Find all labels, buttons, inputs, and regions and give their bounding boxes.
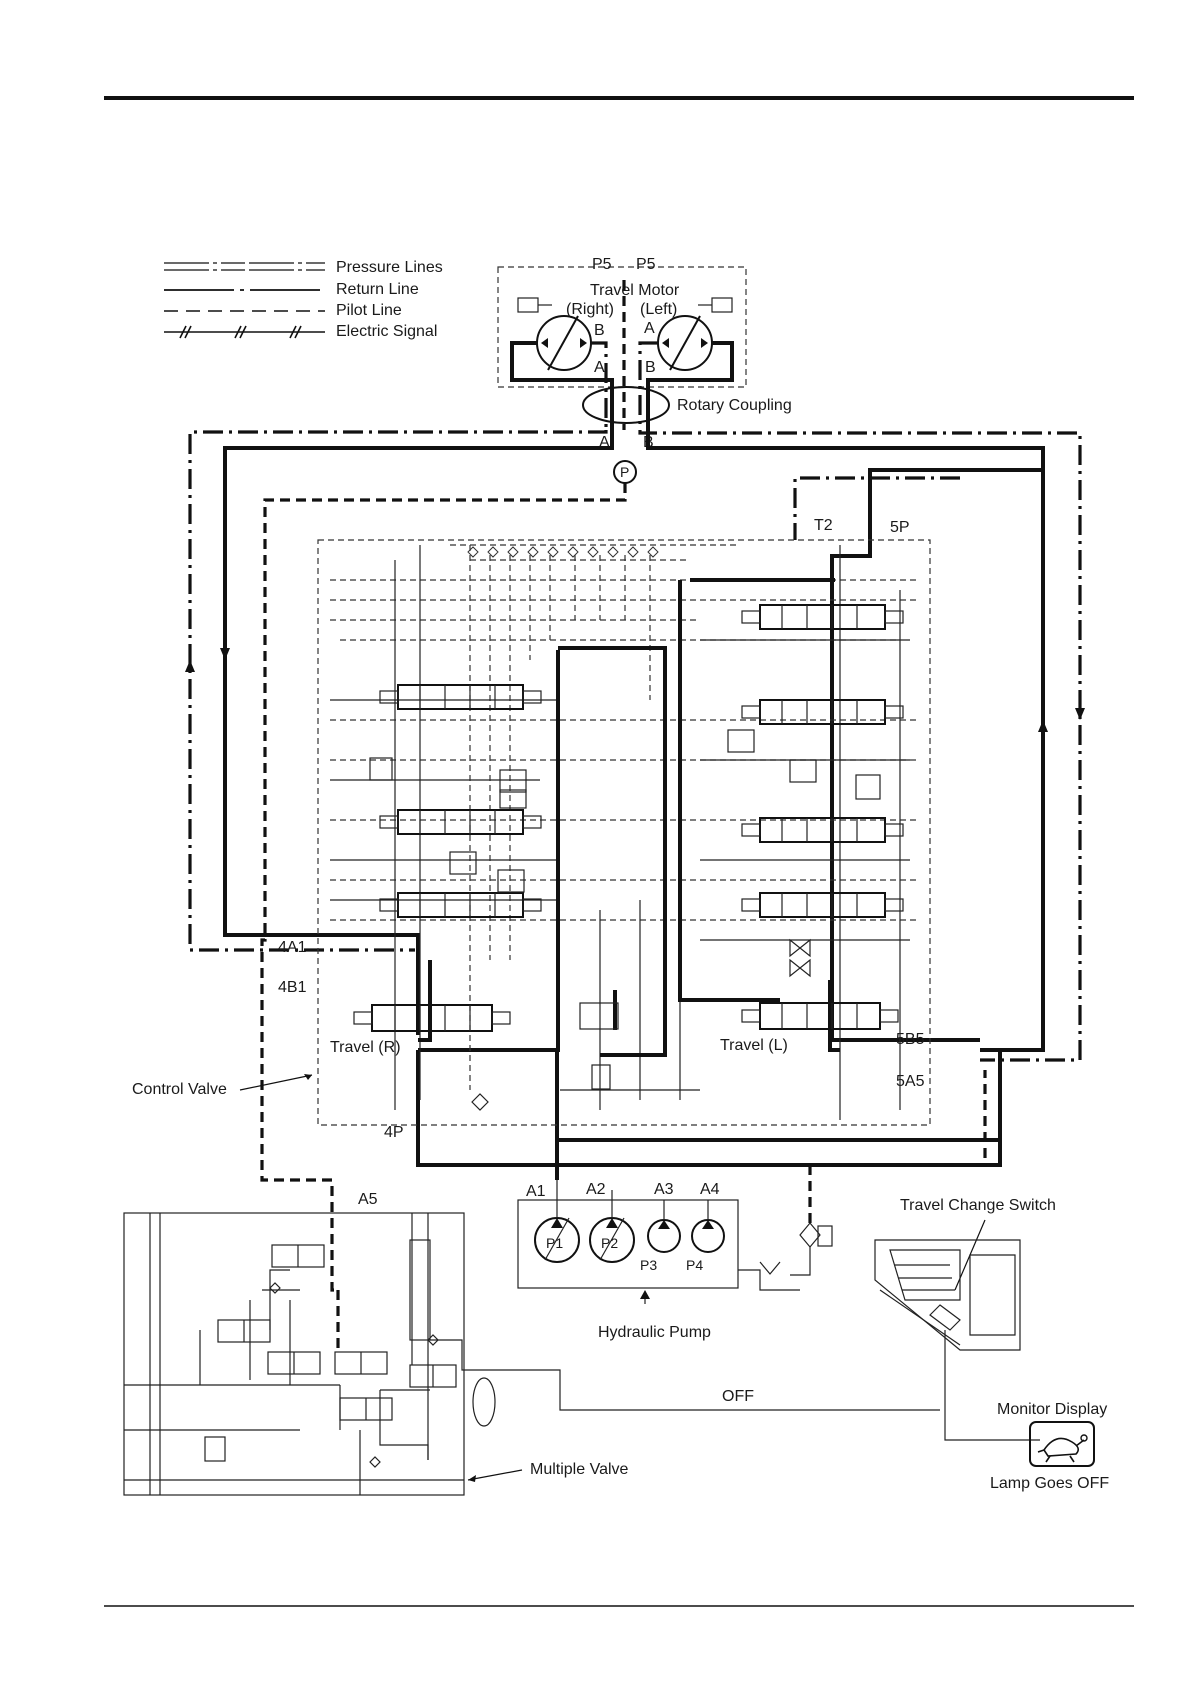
spool-travel-left — [742, 1003, 898, 1029]
port-4a1-label: 4A1 — [278, 939, 307, 956]
travel-motor-left-label: (Left) — [640, 301, 677, 318]
off-label: OFF — [722, 1388, 754, 1405]
pump-a1-to-travel-right — [418, 1050, 557, 1140]
pressure-sensor: P — [614, 461, 636, 483]
pump-a4-label: A4 — [700, 1181, 720, 1198]
legend-return-label: Return Line — [336, 281, 419, 298]
pump-a2-label: A2 — [586, 1181, 606, 1198]
legend-pilot-label: Pilot Line — [336, 302, 402, 319]
turtle-icon — [1038, 1435, 1087, 1462]
spool-right-1 — [742, 605, 903, 629]
pump-a1-to-travel-left — [557, 1050, 1000, 1180]
hydraulic-pump: A1 A2 A3 A4 P1 P2 P3 P4 H — [518, 1180, 800, 1341]
p5-right-label: P5 — [636, 256, 656, 273]
monitor-display: Monitor Display Lamp Goes OFF — [990, 1401, 1109, 1492]
main-lines — [185, 430, 1085, 1290]
p5-left-label: P5 — [592, 256, 612, 273]
spool-right-3 — [742, 818, 903, 842]
pump-p3-label: P3 — [640, 1257, 657, 1273]
travel-motor-right-label: (Right) — [566, 301, 614, 318]
electric-signal-line — [462, 1365, 940, 1410]
control-valve-leader — [240, 1075, 312, 1090]
pilot-line-to-multiple-valve — [262, 483, 625, 1290]
hydraulic-pump-label: Hydraulic Pump — [598, 1324, 711, 1341]
legend: Pressure Lines Return Line Pilot Line El… — [164, 259, 443, 340]
legend-electric: Electric Signal — [164, 323, 437, 340]
pilot-filter-relief — [790, 1070, 985, 1275]
control-valve-label: Control Valve — [132, 1081, 227, 1098]
legend-pressure-label: Pressure Lines — [336, 259, 443, 276]
travel-right-label: Travel (R) — [330, 1039, 401, 1056]
rotary-coupling-label: Rotary Coupling — [677, 397, 792, 414]
spool-left-1 — [380, 685, 541, 709]
pressure-5p-line — [832, 470, 1043, 1040]
port-5p-label: 5P — [890, 519, 910, 536]
tank-symbol — [760, 1262, 780, 1274]
spool-left-3 — [380, 893, 541, 917]
right-outer-return-line — [640, 430, 1080, 1060]
rotary-coupling-symbol — [583, 387, 669, 423]
multiple-valve-spools — [205, 1240, 495, 1467]
pump-p2-label: P2 — [601, 1235, 618, 1251]
pump-p4-label: P4 — [686, 1257, 703, 1273]
spool-right-4 — [742, 893, 903, 917]
switch-panel-sketch — [875, 1240, 1020, 1350]
monitor-lamp-frame — [1030, 1422, 1094, 1466]
rotary-coupling: Rotary Coupling A B — [583, 387, 792, 451]
legend-pilot: Pilot Line — [164, 302, 402, 319]
multiple-valve-leader-arrow — [468, 1475, 476, 1482]
pressure-sensor-label: P — [620, 464, 629, 480]
right-motor-port-b: B — [594, 322, 605, 339]
port-4p-label: 4P — [384, 1124, 404, 1141]
right-motor-port-a: A — [594, 359, 605, 376]
pump-a3-label: A3 — [654, 1181, 674, 1198]
right-inner-pressure-line — [648, 430, 1043, 1050]
legend-electric-label: Electric Signal — [336, 323, 437, 340]
pump-return-loop — [418, 1050, 1000, 1165]
lamp-goes-off-label: Lamp Goes OFF — [990, 1475, 1109, 1492]
left-motor-port-a: A — [644, 320, 655, 337]
legend-return: Return Line — [164, 281, 419, 298]
pump-a1-label: A1 — [526, 1183, 546, 1200]
spool-left-2 — [380, 810, 541, 834]
control-valve-enclosure — [318, 540, 930, 1125]
multiple-valve-label: Multiple Valve — [530, 1461, 629, 1478]
multiple-valve-leader — [468, 1470, 522, 1480]
pump-p1-label: P1 — [546, 1235, 563, 1251]
left-motor-port-b: B — [645, 359, 656, 376]
control-valve: T2 5P 4A1 4B1 4P 5B5 5A5 Travel (R) Trav… — [278, 517, 930, 1141]
port-4b1-label: 4B1 — [278, 979, 307, 996]
travel-change-switch-label: Travel Change Switch — [900, 1197, 1056, 1214]
travel-motor-title: Travel Motor — [590, 282, 680, 299]
pump-p3-symbol: P3 — [640, 1220, 680, 1273]
legend-pressure: Pressure Lines — [164, 259, 443, 276]
pump-p4-symbol: P4 — [686, 1220, 724, 1273]
pump-p1-symbol: P1 — [535, 1218, 579, 1262]
pump-p2-symbol: P2 — [590, 1218, 634, 1262]
travel-left-label: Travel (L) — [720, 1037, 788, 1054]
multiple-valve-a5-label: A5 — [358, 1191, 378, 1208]
monitor-display-label: Monitor Display — [997, 1401, 1107, 1418]
port-t2-label: T2 — [814, 517, 833, 534]
check-diamonds — [468, 547, 658, 557]
